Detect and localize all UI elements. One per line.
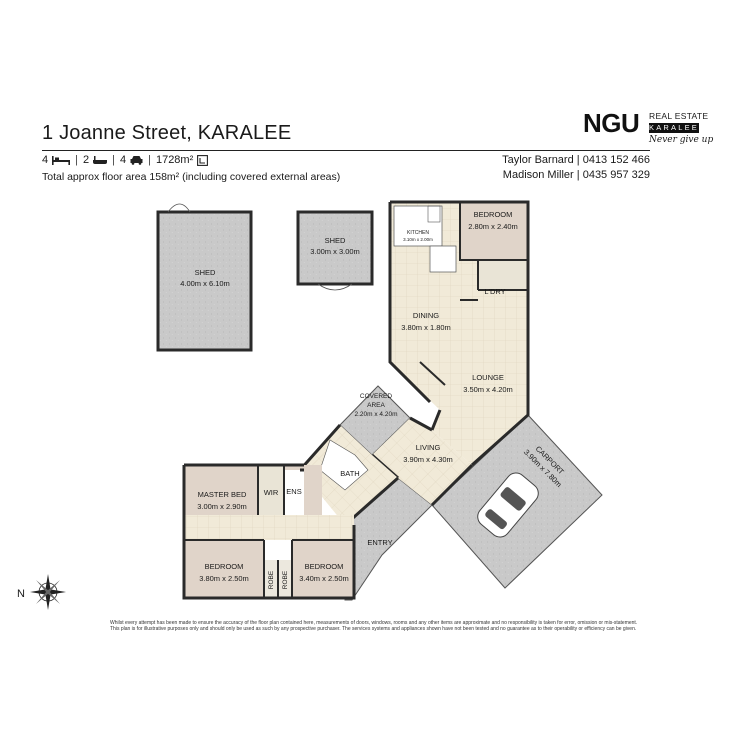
shed-small: SHED 3.00m x 3.00m	[296, 210, 374, 291]
room-size: 2.20m x 4.20m	[355, 411, 398, 418]
agent-phone[interactable]: 0435 957 329	[582, 169, 650, 181]
room-label: COVERED	[360, 393, 392, 400]
room-label: ROBE	[268, 570, 275, 589]
bath-icon	[93, 156, 108, 164]
room-size: 3.80m x 1.80m	[401, 323, 451, 332]
kitchen-wing: BEDROOM 2.80m x 2.40m KITCHEN 3.10m x 2.…	[388, 200, 530, 467]
land-size: 1728m²	[155, 154, 194, 166]
room-label: ENTRY	[367, 538, 392, 547]
car-count: 4	[119, 154, 127, 166]
bathroom-count: 2	[82, 154, 90, 166]
room-label: LIVING	[416, 443, 441, 452]
room-size: 4.00m x 6.10m	[180, 279, 230, 288]
disclaimer: Whilst every attempt has been made to en…	[110, 620, 638, 633]
header-divider	[42, 150, 650, 151]
room-size: 3.90m x 4.30m	[403, 455, 453, 464]
agent-name: Taylor Barnard	[502, 154, 574, 166]
room-label: L'DRY	[484, 287, 505, 296]
agent-phone[interactable]: 0413 152 466	[582, 154, 650, 166]
room-label: BEDROOM	[474, 210, 513, 219]
room-size: 3.00m x 2.90m	[197, 502, 247, 511]
land-area-icon	[197, 154, 209, 166]
room-size: 3.10m x 2.00m	[403, 237, 433, 242]
room-label: MASTER BED	[198, 490, 247, 499]
room-label: ROBE	[282, 570, 289, 589]
room-size: 3.80m x 2.50m	[199, 574, 249, 583]
bed-icon	[52, 156, 71, 165]
agency-name: NGU	[583, 108, 640, 138]
property-address: 1 Joanne Street, KARALEE	[42, 122, 292, 144]
room-size: 2.80m x 2.40m	[468, 222, 518, 231]
room-label: BATH	[340, 469, 359, 478]
room-label: ENS	[286, 487, 301, 496]
agent-name: Madison Miller	[502, 169, 574, 181]
property-stats: 4 | 2 | 4 | 1728m²	[42, 154, 209, 166]
car-icon	[130, 156, 143, 165]
compass-icon: N	[17, 574, 66, 610]
compass-north: N	[17, 588, 25, 600]
shed-large: SHED 4.00m x 6.10m	[156, 203, 253, 352]
room-label: SHED	[195, 268, 216, 277]
room-label: KITCHEN	[407, 230, 429, 236]
bedroom-count: 4	[42, 154, 49, 166]
agent-contact: Taylor Barnard | 0413 152 466	[502, 154, 650, 166]
agency-office: KARALEE	[649, 123, 699, 133]
room-label: SHED	[325, 236, 346, 245]
floor-area-note: Total approx floor area 158m² (including…	[42, 171, 341, 183]
room-label: BEDROOM	[205, 562, 244, 571]
room-label: WIR	[264, 488, 279, 497]
room-size: 3.00m x 3.00m	[310, 247, 360, 256]
agency-tagline: Never give up	[649, 135, 714, 145]
room-size: 3.50m x 4.20m	[463, 385, 513, 394]
room-label: DINING	[413, 311, 439, 320]
room-label: AREA	[367, 402, 385, 409]
car-icon	[477, 472, 539, 538]
room-label: BEDROOM	[305, 562, 344, 571]
bedroom-wing: MASTER BED 3.00m x 2.90m WIR ENS BEDROOM…	[182, 463, 356, 600]
agent-contact: Madison Miller | 0435 957 329	[502, 169, 650, 181]
room-size: 3.40m x 2.50m	[299, 574, 349, 583]
agency-sub: REAL ESTATE	[649, 111, 709, 121]
agency-logo: NGU REAL ESTATE KARALEE Never give up	[583, 108, 713, 145]
room-label: LOUNGE	[472, 373, 504, 382]
